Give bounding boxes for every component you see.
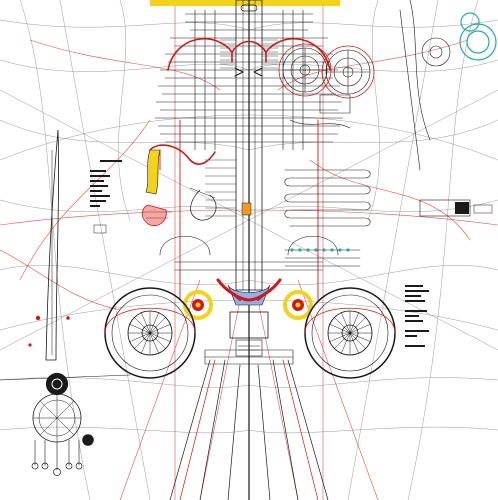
leg-lines-red bbox=[179, 359, 319, 500]
red-rib-arches bbox=[167, 38, 331, 71]
target-rings bbox=[459, 12, 497, 61]
gear-red-outline bbox=[278, 43, 375, 99]
right-annotation-block bbox=[405, 199, 493, 347]
center-capsule bbox=[234, 4, 263, 77]
horn-spike-left bbox=[145, 144, 217, 221]
dagger-blade bbox=[45, 129, 59, 361]
pendulum-gear-left bbox=[0, 372, 131, 476]
emblem-left bbox=[141, 204, 172, 227]
spine-column bbox=[235, 0, 263, 500]
orange-indicator bbox=[241, 202, 252, 216]
top-right-rings bbox=[399, 0, 451, 171]
rib-cage bbox=[155, 10, 343, 217]
wheel-right bbox=[304, 287, 396, 379]
leg-lines bbox=[169, 359, 329, 500]
left-red-markers bbox=[28, 315, 70, 347]
teal-dots bbox=[290, 248, 350, 252]
wheel-left bbox=[104, 287, 196, 379]
hip-joint-left bbox=[183, 290, 213, 320]
left-annotation-block bbox=[90, 160, 122, 234]
top-yellow-bar bbox=[150, 0, 340, 6]
hip-joint-right bbox=[283, 290, 313, 320]
central-mechanism bbox=[159, 235, 339, 365]
gear-assembly bbox=[282, 47, 371, 129]
bellows-right bbox=[284, 169, 371, 267]
